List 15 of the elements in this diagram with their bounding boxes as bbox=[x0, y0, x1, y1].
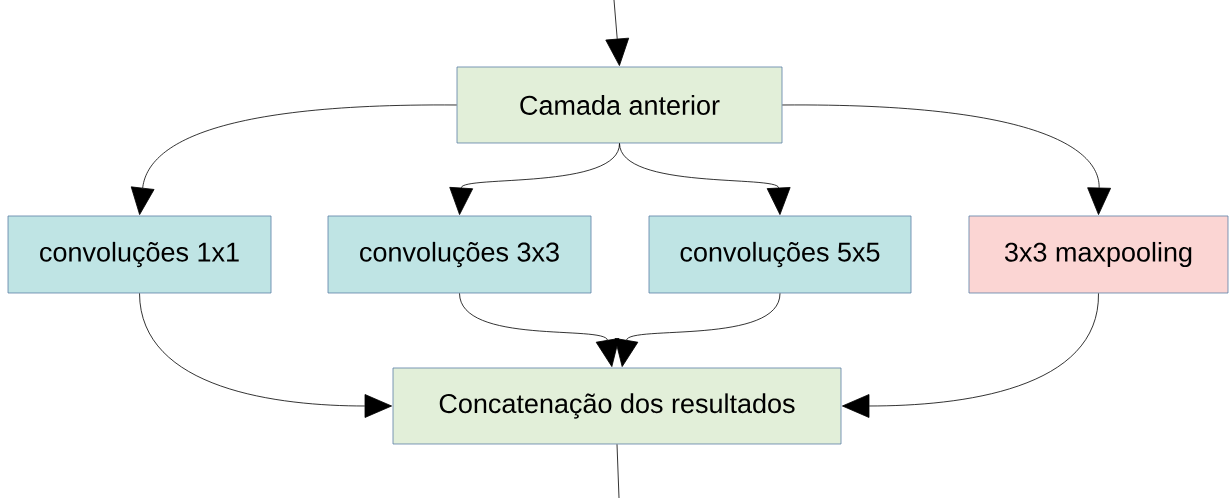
process-box: Camada anterior bbox=[456, 66, 783, 144]
process-box: convoluções 3x3 bbox=[327, 215, 592, 294]
process-box: convoluções 1x1 bbox=[7, 215, 272, 294]
arrow bbox=[139, 293, 392, 418]
process-box: Concatenação dos resultados bbox=[392, 367, 842, 445]
arrow bbox=[449, 143, 620, 215]
arrow bbox=[605, 0, 630, 66]
arrow bbox=[130, 104, 457, 215]
arrow bbox=[619, 143, 791, 215]
arrow bbox=[782, 104, 1111, 215]
process-box: 3x3 maxpooling bbox=[968, 215, 1229, 294]
arrow bbox=[842, 293, 1099, 418]
process-box: convoluções 5x5 bbox=[648, 215, 912, 294]
arrow bbox=[459, 293, 620, 367]
arrow bbox=[614, 293, 781, 367]
